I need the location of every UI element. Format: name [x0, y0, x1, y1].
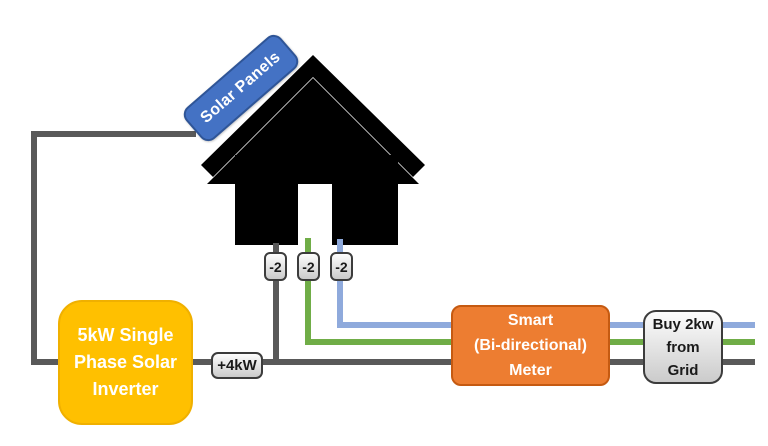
meter-line-3: Meter [509, 362, 552, 379]
wire-label-chip-blue: -2 [330, 252, 353, 281]
grid-purchase-line-3: Grid [667, 361, 699, 379]
wire-label-gray: -2 [269, 258, 282, 275]
wire-label-chip-green: -2 [297, 252, 320, 281]
meter-line-1: Smart [507, 312, 554, 329]
grid-purchase-line-1: Buy 2kw [652, 315, 714, 333]
wire-label-blue: -2 [335, 258, 348, 275]
grid-purchase-chip: Buy 2kw from Grid [643, 310, 723, 384]
inverter-line-1: 5kW Single [77, 325, 174, 345]
inverter-line-3: Inverter [92, 379, 159, 399]
house-body-shape [235, 155, 398, 245]
inverter-output-chip: +4kW [211, 352, 263, 379]
inverter-output-label: +4kW [217, 357, 257, 374]
wire-label-green: -2 [302, 258, 315, 275]
inverter-box: 5kW Single Phase Solar Inverter [58, 300, 193, 425]
house-icon [201, 55, 425, 245]
grid-purchase-line-2: from [666, 338, 700, 356]
solar-to-inverter-wire [31, 131, 755, 365]
wire-label-chip-gray: -2 [264, 252, 287, 281]
smart-meter-box: Smart (Bi-directional) Meter [451, 305, 610, 386]
inverter-line-2: Phase Solar [73, 352, 178, 372]
meter-line-2: (Bi-directional) [474, 337, 587, 354]
roof-shape [201, 55, 425, 177]
